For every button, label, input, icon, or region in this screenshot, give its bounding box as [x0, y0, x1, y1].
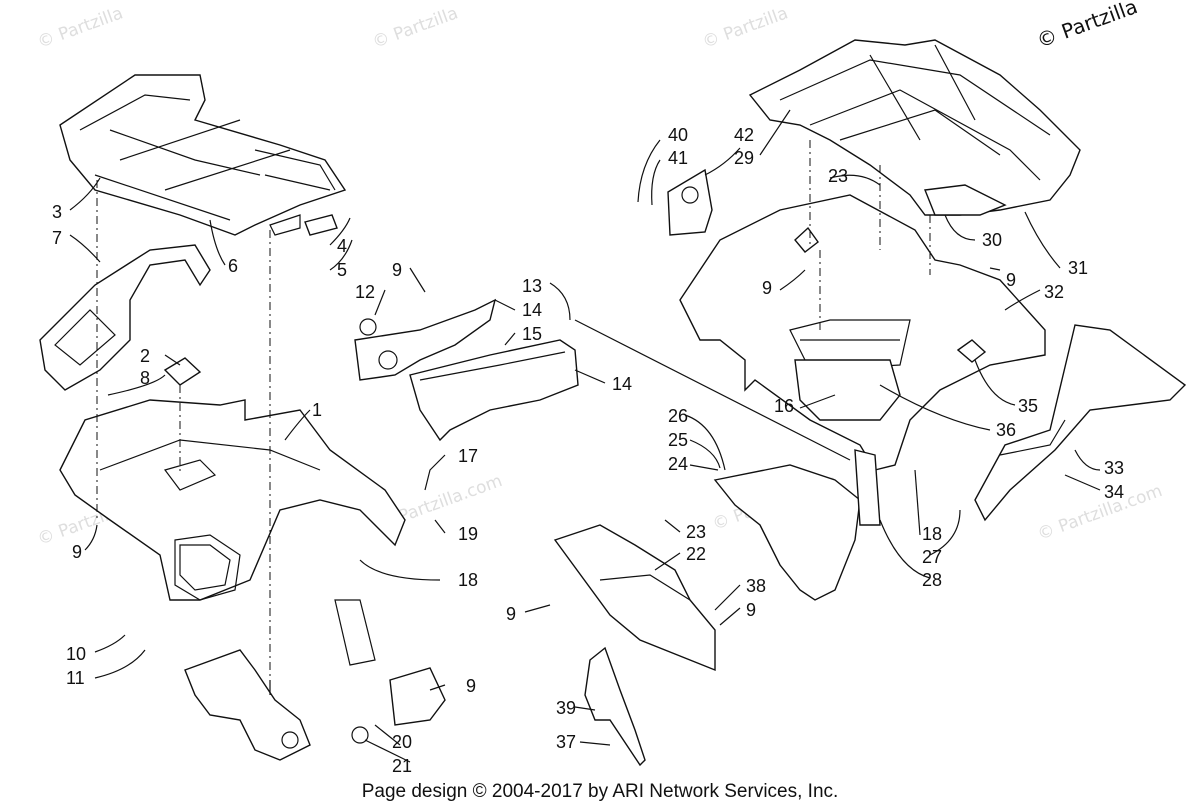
front-fender — [59, 399, 406, 601]
callout-27: 27 — [922, 547, 942, 567]
callout-11: 11 — [66, 668, 85, 688]
side-panel-right — [409, 339, 579, 442]
callout-15: 15 — [522, 324, 542, 344]
callout-37: 37 — [556, 732, 576, 752]
callout-16: 16 — [774, 396, 794, 416]
callout-35: 35 — [1018, 396, 1038, 416]
rear-storage-box — [794, 359, 901, 421]
front-mount-lines — [96, 180, 271, 695]
callout-7: 7 — [52, 228, 62, 248]
watermark: © Partzilla — [700, 3, 791, 52]
rear-inner-panel — [553, 524, 716, 672]
callout-24: 24 — [668, 454, 688, 474]
callout-19: 19 — [458, 524, 478, 544]
callout-31: 31 — [1068, 258, 1088, 278]
callout-13: 13 — [522, 276, 542, 296]
rear-mud-guard — [713, 449, 881, 601]
rear-hitch-bracket — [667, 168, 713, 236]
callout-18: 18 — [458, 570, 478, 590]
callout-10: 10 — [66, 644, 86, 664]
watermark: © Partzilla — [35, 3, 126, 52]
callout-41: 41 — [668, 148, 688, 168]
watermark: © Partzilla — [370, 3, 461, 52]
callout-14: 14 — [612, 374, 632, 394]
callout-17: 17 — [458, 446, 478, 466]
callout-9: 9 — [1006, 270, 1016, 290]
callout-23: 23 — [686, 522, 706, 542]
rear-splash-panel — [584, 646, 646, 767]
front-frame-bracket — [184, 599, 446, 761]
footer-copyright: Page design © 2004-2017 by ARI Network S… — [361, 781, 839, 802]
front-plate-decal — [163, 214, 338, 386]
callout-12: 12 — [355, 282, 375, 302]
rear-rack — [748, 39, 1081, 216]
callout-2: 2 — [140, 346, 150, 366]
callout-38: 38 — [746, 576, 766, 596]
callout-23: 23 — [828, 166, 848, 186]
rear-flap-right — [974, 324, 1187, 522]
callout-20: 20 — [392, 732, 412, 752]
callout-34: 34 — [1104, 482, 1124, 502]
callout-8: 8 — [140, 368, 150, 388]
rear-caps — [794, 226, 987, 363]
callout-25: 25 — [668, 430, 688, 450]
callout-33: 33 — [1104, 458, 1124, 478]
callout-9: 9 — [506, 604, 516, 624]
callout-42: 42 — [734, 125, 754, 145]
callout-30: 30 — [982, 230, 1002, 250]
callout-4: 4 — [337, 236, 347, 256]
leader-lines — [69, 109, 1101, 763]
callout-40: 40 — [668, 125, 688, 145]
callout-21: 21 — [392, 756, 412, 776]
callout-14: 14 — [522, 300, 542, 320]
callout-9: 9 — [746, 600, 756, 620]
callout-36: 36 — [996, 420, 1016, 440]
front-rack — [59, 74, 347, 236]
callout-28: 28 — [922, 570, 942, 590]
leader-line — [574, 319, 851, 461]
callout-3: 3 — [52, 202, 62, 222]
callout-5: 5 — [337, 260, 347, 280]
copyright-watermark: © Partzilla — [1034, 0, 1141, 53]
callout-9: 9 — [72, 542, 82, 562]
front-headlight-pod — [39, 244, 211, 391]
callout-32: 32 — [1044, 282, 1064, 302]
callout-9: 9 — [392, 260, 402, 280]
callout-labels: 3 7 6 4 5 2 8 1 9 17 19 18 10 11 9 20 21… — [52, 125, 1124, 776]
callout-18: 18 — [922, 524, 942, 544]
callout-9: 9 — [466, 676, 476, 696]
callout-9: 9 — [762, 278, 772, 298]
callout-1: 1 — [312, 400, 322, 420]
callout-29: 29 — [734, 148, 754, 168]
callout-26: 26 — [668, 406, 688, 426]
rear-mount-lines — [809, 140, 931, 330]
side-panel-left — [354, 298, 497, 381]
callout-6: 6 — [228, 256, 238, 276]
callout-39: 39 — [556, 698, 576, 718]
watermark: © Partzilla.com — [1035, 481, 1165, 545]
callout-22: 22 — [686, 544, 706, 564]
